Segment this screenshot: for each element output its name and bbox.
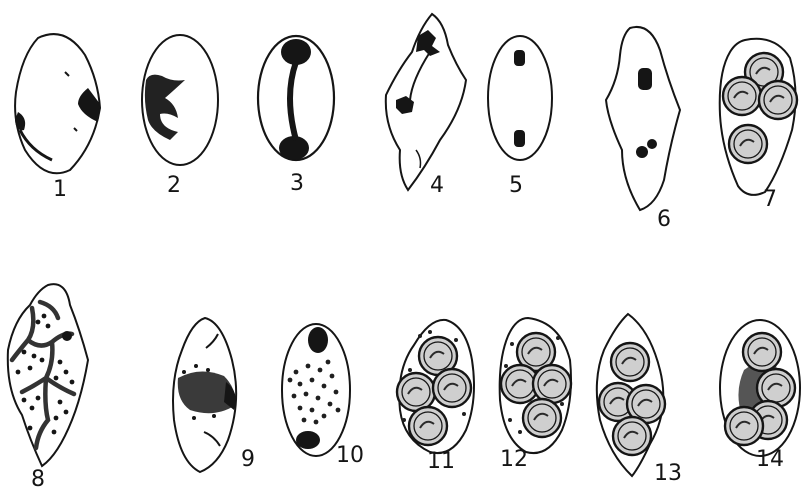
label-6: 6 bbox=[657, 207, 671, 232]
granules bbox=[288, 360, 341, 425]
reticulum bbox=[12, 302, 74, 448]
nucleus-bottom-a bbox=[636, 146, 648, 158]
cyst-4 bbox=[523, 399, 561, 437]
nucleus-top bbox=[281, 39, 311, 65]
figure-9 bbox=[173, 318, 236, 472]
nucleus-right bbox=[78, 88, 100, 122]
label-9: 9 bbox=[241, 447, 255, 472]
figure-7 bbox=[720, 39, 797, 195]
figure-4 bbox=[386, 14, 466, 190]
figure-1 bbox=[15, 34, 100, 173]
figure-3 bbox=[258, 36, 334, 160]
figure-5 bbox=[488, 36, 552, 160]
figure-11 bbox=[397, 320, 474, 453]
cyst-2 bbox=[397, 373, 435, 411]
cell-outline bbox=[606, 27, 680, 210]
figure-6 bbox=[606, 27, 680, 210]
label-1: 1 bbox=[53, 177, 67, 202]
label-3: 3 bbox=[290, 171, 304, 196]
label-11: 11 bbox=[427, 449, 455, 474]
label-2: 2 bbox=[167, 173, 181, 198]
strand bbox=[410, 52, 430, 100]
label-7: 7 bbox=[763, 187, 777, 212]
cyst-3 bbox=[533, 365, 571, 403]
label-10: 10 bbox=[336, 443, 364, 468]
cyst-4 bbox=[729, 125, 767, 163]
label-5: 5 bbox=[509, 173, 523, 198]
cyst-4 bbox=[613, 417, 651, 455]
nucleus-top bbox=[638, 68, 652, 90]
label-14: 14 bbox=[756, 447, 784, 472]
cyst-4 bbox=[409, 407, 447, 445]
figure-10 bbox=[282, 324, 350, 456]
cyst-1 bbox=[611, 343, 649, 381]
cyst-3 bbox=[759, 81, 797, 119]
figure-2 bbox=[142, 35, 218, 165]
cyst-3 bbox=[433, 369, 471, 407]
label-12: 12 bbox=[500, 447, 528, 472]
cyst-2 bbox=[723, 77, 761, 115]
cell-edge-shade bbox=[20, 130, 52, 160]
nucleus-top bbox=[514, 50, 525, 66]
nucleus-bottom-b bbox=[647, 139, 657, 149]
figure-8 bbox=[8, 284, 88, 466]
figure-13 bbox=[597, 314, 665, 476]
chromatin-mass bbox=[145, 75, 185, 140]
cyst-1 bbox=[743, 333, 781, 371]
nucleus-bottom bbox=[396, 96, 414, 114]
nucleus-top bbox=[308, 327, 328, 353]
nucleus-bottom bbox=[514, 130, 525, 147]
figure-14 bbox=[720, 320, 800, 456]
label-13: 13 bbox=[654, 461, 682, 486]
cyst-4 bbox=[725, 407, 763, 445]
label-4: 4 bbox=[430, 173, 444, 198]
label-8: 8 bbox=[31, 467, 45, 488]
nucleus-bottom bbox=[296, 431, 320, 449]
spindle bbox=[290, 62, 296, 140]
figure-12 bbox=[500, 318, 571, 453]
